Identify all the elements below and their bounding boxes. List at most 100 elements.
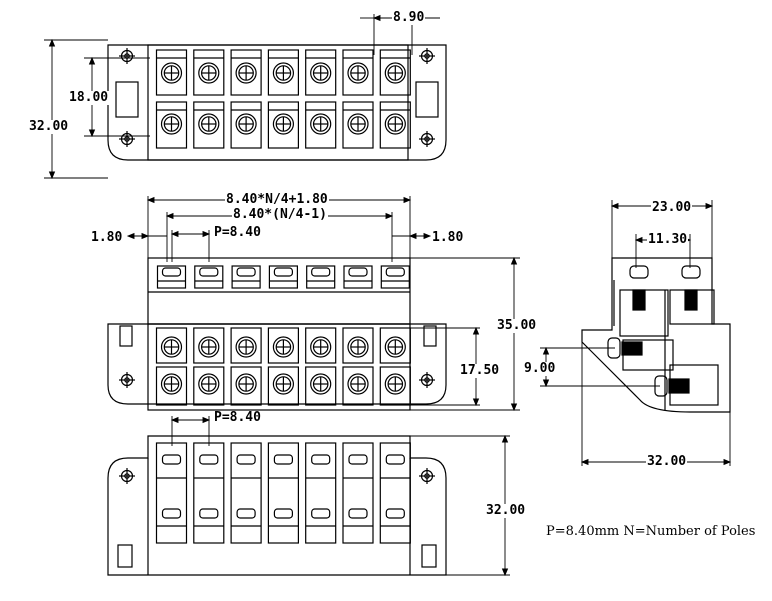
side-screw-thread [668,378,690,394]
elev-screw-top [273,267,293,277]
bottom-cell [193,442,225,544]
dim-side-width: 23.00 [651,200,693,215]
screw-head [347,373,369,395]
arrowhead [403,196,412,204]
screw-head [160,113,183,135]
side-screw-thread [632,289,646,311]
screw-ring [201,116,217,132]
elev-terminal [156,265,187,289]
front-terminal-cell [155,366,188,406]
screw-ring [163,65,180,81]
bottom-screw-upper [236,454,256,465]
arrowhead [610,202,619,210]
top-terminal-cell [305,49,337,96]
screw-ring [238,339,254,355]
screw-ring [312,116,329,132]
front-terminal-cell [193,366,225,406]
elev-screw-top [348,267,368,277]
screw-ring [312,339,329,355]
screw-ring [275,65,292,81]
screw-ring [387,116,404,132]
arrowhead [170,416,179,424]
screw-ring [201,339,217,355]
front-terminal-cell [342,366,374,406]
dim-top-pitch: 8.90 [392,10,426,25]
front-terminal-cell [379,327,411,364]
top-end-slot-right [415,81,439,118]
arrowhead [542,379,550,388]
top-terminal-cell [267,49,299,96]
arrowhead [146,196,155,204]
top-terminal-cell [193,49,225,96]
bottom-screw-upper [161,454,182,465]
screw-head [310,62,332,84]
top-terminal-cell [230,101,262,149]
arrowhead [423,232,432,240]
arrowhead [408,232,417,240]
screw-ring [238,65,254,81]
dim-top-outer-height: 32.00 [28,119,70,134]
screw-ring [350,65,366,81]
arrowhead [126,232,135,240]
arrowhead [580,458,589,466]
front-terminal-cell [155,327,188,364]
dim-margin-left: 1.80 [90,230,124,245]
screw-head [272,336,294,358]
screw-head [160,62,183,84]
arrowhead [472,326,480,335]
screw-head [272,373,294,395]
screw-ring [163,339,180,355]
screw-ring [350,116,366,132]
elev-body [147,257,411,325]
arrowhead [501,434,509,443]
screw-ring [387,376,404,392]
screw-head [384,62,406,84]
front-terminal-cell [230,327,262,364]
top-terminal-cell [379,101,411,149]
arrowhead [88,56,96,65]
bottom-view [107,435,447,576]
top-base-plate [107,44,447,161]
top-end-slot-left [115,81,139,118]
elev-terminal [306,265,336,289]
screw-ring [312,376,329,392]
bottom-screw-lower [199,508,219,519]
front-terminal-cell [267,366,299,406]
top-terminal-cell [342,49,374,96]
screw-ring [275,339,292,355]
screw-head [272,62,294,84]
screw-head [272,113,294,135]
arrowhead [542,346,550,355]
screw-head [160,336,183,358]
side-screw-thread [621,341,643,356]
arrowhead [202,416,211,424]
dimension-lines [44,14,732,577]
screw-ring [312,65,329,81]
screw-head [235,373,257,395]
dim-pitch-bottom: P=8.40 [213,410,262,425]
bottom-screw-upper [199,454,219,465]
screw-head [198,336,220,358]
side-screw-thread [684,289,698,311]
bottom-screw-lower [273,508,293,519]
screw-ring [350,339,366,355]
dim-side-inner-width: 11.30 [647,232,689,247]
screw-ring [201,376,217,392]
screw-ring [163,116,180,132]
front-terminal-cell [342,327,374,364]
elev-screw-top [236,267,256,277]
dim-front-height: 35.00 [496,318,538,333]
arrowhead [510,403,518,412]
screw-head [198,373,220,395]
dim-top-inner-height: 18.00 [68,90,110,105]
arrowhead [170,230,179,238]
dim-pitch-front: P=8.40 [213,225,262,240]
bottom-tab-left [117,544,133,568]
screw-head [310,336,332,358]
bottom-cell [379,442,411,544]
top-terminal-cell [230,49,262,96]
dim-formula-inner: 8.40*(N/4-1) [232,207,328,222]
elev-terminal [231,265,261,289]
elev-screw-top [199,267,219,277]
screw-head [235,336,257,358]
